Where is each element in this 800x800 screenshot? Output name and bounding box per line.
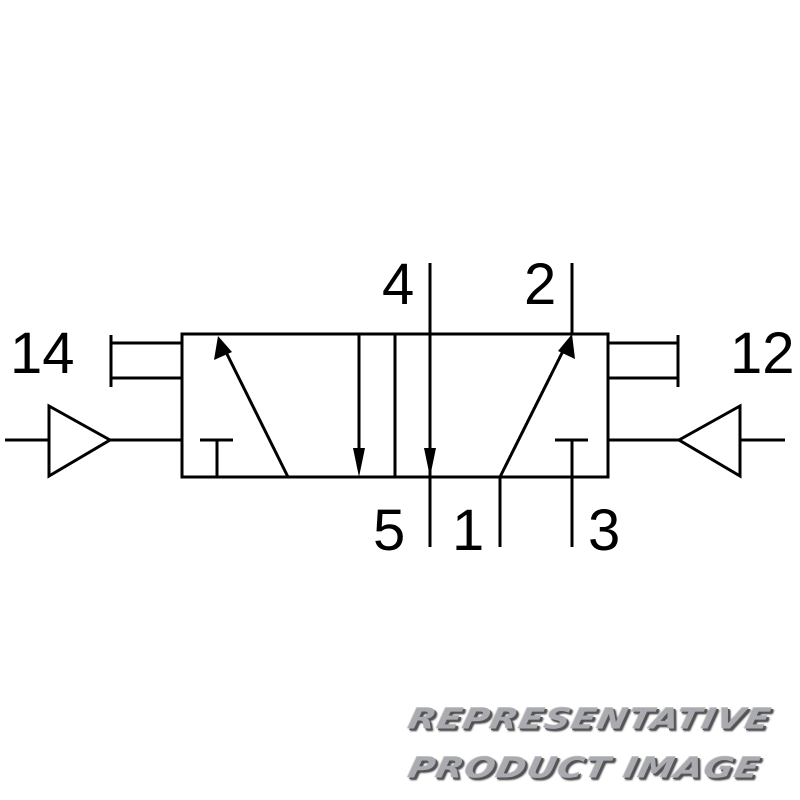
arrowhead-icon: [214, 336, 232, 360]
label-port-3: 3: [588, 498, 620, 563]
arrowhead-icon: [353, 448, 365, 477]
watermark-line-1: REPRESENTATIVE: [405, 703, 775, 736]
flow-arrow-left: [220, 343, 290, 478]
arrowhead-icon: [424, 448, 436, 477]
label-pilot-14: 14: [10, 321, 75, 386]
label-port-2: 2: [524, 252, 556, 317]
label-port-4: 4: [382, 252, 414, 317]
right-pilot-triangle-icon: [608, 403, 785, 479]
flow-arrow-right: [498, 344, 568, 478]
label-port-1: 1: [452, 498, 484, 563]
watermark-line-2: PRODUCT IMAGE: [405, 752, 764, 785]
label-port-5: 5: [373, 498, 405, 563]
left-pilot-triangle-icon: [5, 403, 182, 479]
blocked-port-left-icon: [200, 438, 233, 477]
label-pilot-12: 12: [730, 321, 795, 386]
blocked-port-right-icon: [555, 438, 588, 547]
arrowheads: [214, 334, 575, 477]
left-pilot-connector: [109, 335, 182, 387]
right-pilot-connector: [608, 335, 680, 387]
arrowhead-icon: [558, 334, 575, 359]
